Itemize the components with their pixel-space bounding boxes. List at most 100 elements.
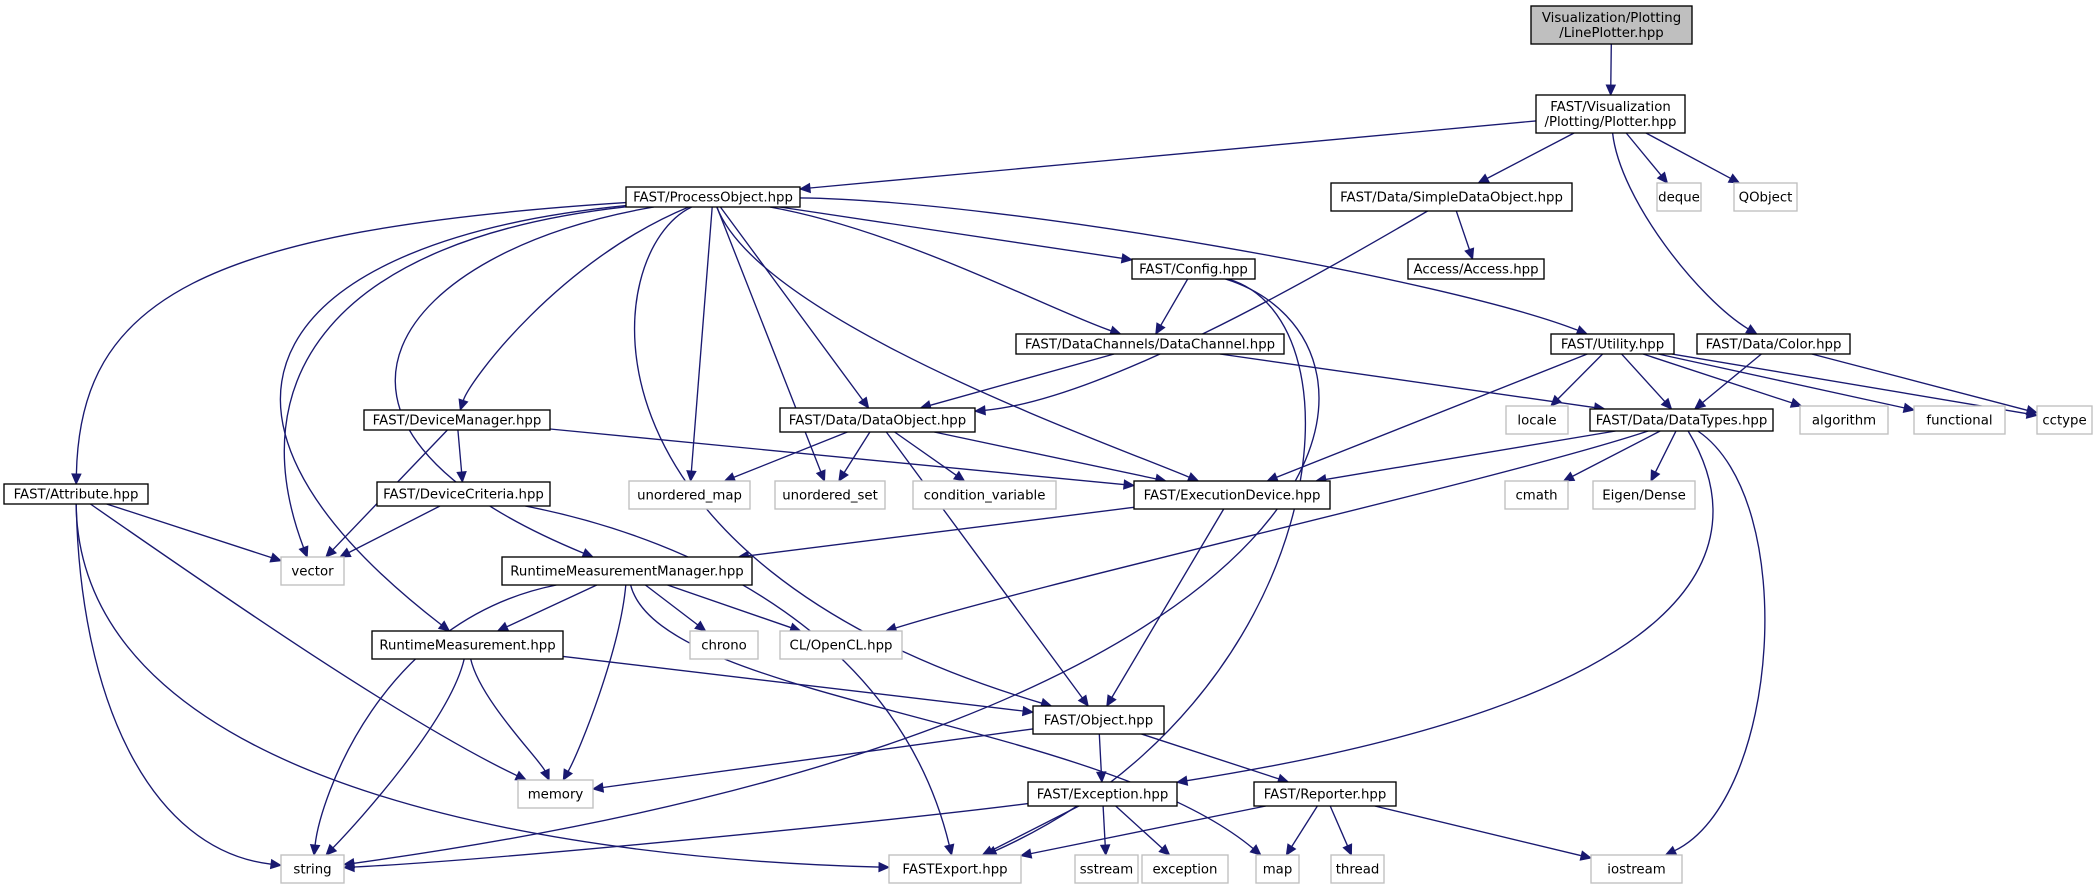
node-box (280, 556, 345, 586)
node-condition_variable: condition_variable (912, 480, 1057, 510)
edge-line (75, 201, 627, 475)
edge-root-to-plotter (1605, 43, 1617, 97)
arrowhead-icon (1021, 705, 1035, 717)
edge-processobject-to-config (779, 206, 1134, 264)
edge-line (930, 353, 1115, 406)
edge-line (279, 204, 627, 626)
node-box (1032, 705, 1165, 735)
node-memory: memory (517, 779, 594, 809)
node-box (363, 409, 551, 431)
edge-processobject-to-rtm (279, 204, 627, 632)
node-box (1656, 182, 1702, 212)
node-datatypes[interactable]: FAST/Data/DataTypes.hpp (1589, 408, 1774, 432)
arrowhead-icon (1186, 472, 1200, 482)
node-label: Access/Access.hpp (1413, 263, 1538, 278)
edge-devicemanager-to-executiondevice (549, 428, 1136, 490)
node-label: QObject (1739, 191, 1793, 206)
edge-line (1325, 430, 1616, 481)
arrowhead-icon (1477, 173, 1491, 184)
edge-line (843, 431, 871, 473)
node-reporter[interactable]: FAST/Reporter.hpp (1253, 781, 1397, 807)
node-dataobject[interactable]: FAST/Data/DataObject.hpp (779, 407, 976, 433)
edge-line (1329, 805, 1349, 847)
edge-line (748, 506, 1135, 557)
node-algorithm: algorithm (1799, 405, 1889, 435)
node-devicecriteria[interactable]: FAST/DeviceCriteria.hpp (376, 481, 551, 507)
node-devicemanager[interactable]: FAST/DeviceManager.hpp (363, 409, 551, 431)
node-label: Eigen/Dense (1602, 489, 1686, 504)
edge-line (1098, 733, 1102, 773)
node-box (888, 854, 1022, 884)
edge-reporter-to-iostream (1374, 805, 1593, 861)
node-executiondevice[interactable]: FAST/ExecutionDevice.hpp (1133, 480, 1331, 510)
edge-line (733, 431, 848, 478)
node-exception_hpp[interactable]: FAST/Exception.hpp (1027, 781, 1178, 807)
node-simpledataobject[interactable]: FAST/Data/SimpleDataObject.hpp (1330, 182, 1573, 212)
node-label: chrono (701, 639, 747, 654)
edge-attribute-to-vector (106, 503, 283, 563)
node-label: functional (1926, 414, 1992, 429)
edge-line (1557, 353, 1604, 400)
node-root[interactable]: Visualization/Plotting/LinePlotter.hpp (1530, 5, 1693, 45)
edge-processobject-to-attribute (71, 201, 627, 486)
edge-exception_hpp-to-exception (1115, 805, 1171, 856)
arrowhead-icon (1266, 472, 1279, 483)
edge-line (1654, 430, 1677, 473)
node-datachannel[interactable]: FAST/DataChannels/DataChannel.hpp (1015, 333, 1285, 355)
edge-line (984, 210, 1428, 411)
edge-dataobject-to-object (885, 431, 1089, 707)
node-label: string (293, 863, 331, 878)
edge-line (690, 206, 713, 472)
edge-line (1160, 278, 1189, 326)
node-label: FAST/Visualization (1550, 100, 1671, 115)
edge-line (719, 206, 864, 401)
node-attribute[interactable]: FAST/Attribute.hpp (3, 483, 149, 505)
edge-datatypes-to-exception_hpp (1175, 430, 1714, 786)
node-object[interactable]: FAST/Object.hpp (1032, 705, 1165, 735)
edge-plotter-to-deque (1625, 132, 1669, 184)
node-label: FAST/Data/Color.hpp (1706, 338, 1842, 353)
node-box (1550, 333, 1675, 355)
arrowhead-icon (1550, 394, 1562, 407)
edge-datatypes-to-opencl (884, 430, 1649, 633)
edge-line (779, 206, 1123, 259)
node-box (1530, 5, 1693, 45)
edge-rtm-to-string (325, 658, 465, 856)
node-iostream: iostream (1590, 854, 1683, 884)
node-rtm[interactable]: RuntimeMeasurement.hpp (371, 630, 564, 660)
arrowhead-icon (838, 469, 849, 483)
node-processobject[interactable]: FAST/ProcessObject.hpp (625, 186, 801, 208)
arrowhead-icon (1745, 324, 1758, 335)
node-label: memory (528, 788, 584, 803)
edge-line (353, 802, 1029, 868)
edge-line (1625, 132, 1662, 176)
arrowhead-icon (1664, 845, 1678, 856)
edge-rtmmanager-to-memory (562, 584, 627, 782)
node-color[interactable]: FAST/Data/Color.hpp (1696, 333, 1851, 355)
node-box (1592, 480, 1696, 510)
edge-line (1610, 43, 1612, 86)
edge-processobject-to-devicemanager (458, 206, 689, 412)
node-locale: locale (1505, 405, 1569, 435)
node-plotter[interactable]: FAST/Visualization/Plotting/Plotter.hpp (1535, 94, 1686, 134)
arrowhead-icon (539, 768, 550, 782)
arrowhead-icon (1249, 844, 1262, 856)
edge-line (1811, 353, 2028, 411)
edge-attribute-to-fastexport (75, 503, 891, 873)
arrowhead-icon (1019, 848, 1033, 859)
edge-line (809, 120, 1537, 189)
node-access[interactable]: Access/Access.hpp (1407, 258, 1545, 280)
node-box (1141, 854, 1229, 884)
node-box (1015, 333, 1285, 355)
edge-line (567, 584, 627, 772)
node-config[interactable]: FAST/Config.hpp (1131, 258, 1256, 280)
edge-datachannel-to-datatypes (1219, 353, 1606, 413)
edge-dataobject-to-executiondevice (934, 431, 1167, 484)
node-utility[interactable]: FAST/Utility.hpp (1550, 333, 1675, 355)
node-rtmmanager[interactable]: RuntimeMeasurementManager.hpp (501, 556, 753, 586)
edge-simpledataobject-to-dataobject (973, 210, 1428, 416)
edge-line (1186, 430, 1714, 782)
edge-line (1611, 132, 1749, 330)
edge-line (470, 658, 546, 772)
arrowhead-icon (1175, 775, 1189, 786)
